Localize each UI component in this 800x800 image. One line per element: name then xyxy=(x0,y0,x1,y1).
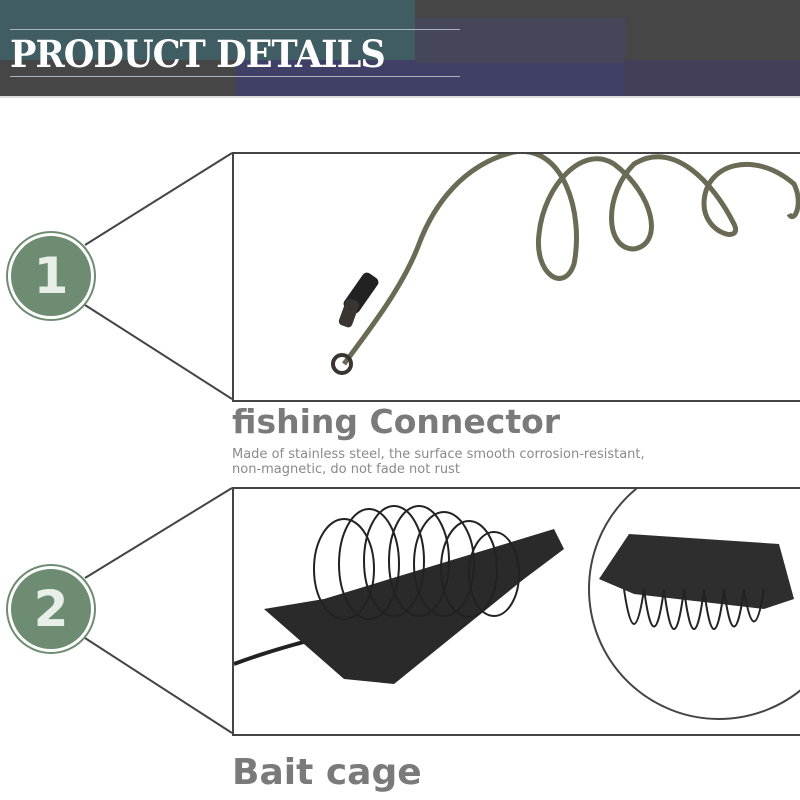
bait-cage-image xyxy=(234,489,800,720)
section-description: Made of stainless steel, the surface smo… xyxy=(232,447,645,477)
step-number-badge: 1 xyxy=(8,233,94,319)
page-title: PRODUCT DETAILS xyxy=(10,32,386,76)
divider xyxy=(10,76,460,77)
step-number-badge: 2 xyxy=(8,566,94,652)
header-banner: PRODUCT DETAILS xyxy=(0,0,800,96)
section-title: Bait cage xyxy=(232,752,422,793)
connector-photo xyxy=(232,152,800,402)
fishing-connector-image xyxy=(331,154,800,375)
bait-cage-photo xyxy=(232,487,800,736)
section-title: fishing Connector xyxy=(232,402,561,441)
divider xyxy=(10,29,460,30)
